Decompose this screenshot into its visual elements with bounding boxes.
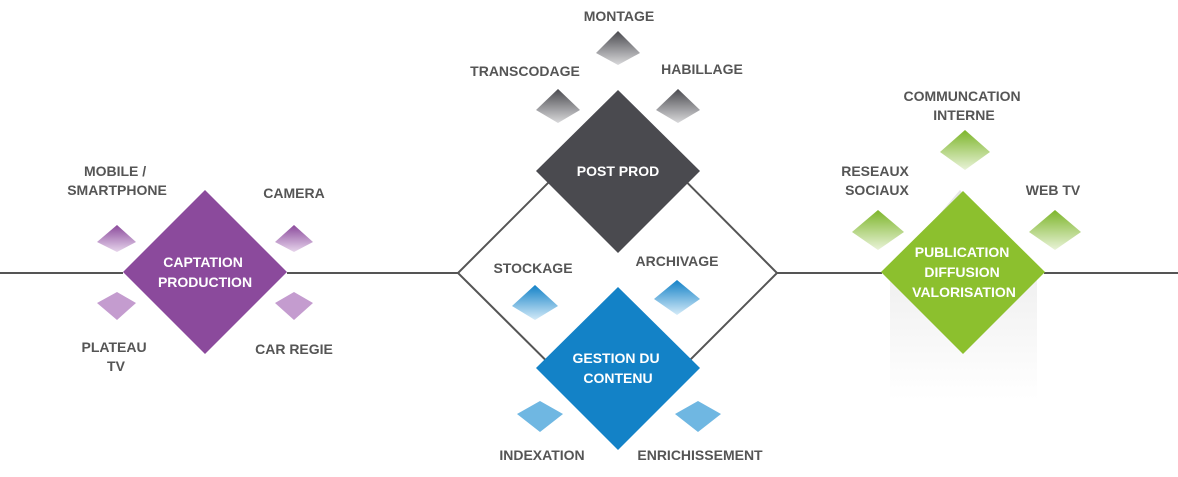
label-camera: CAMERA — [263, 185, 324, 201]
publication-marker-communication — [940, 130, 990, 170]
label-stockage: STOCKAGE — [493, 260, 572, 276]
gestion-marker-indexation — [517, 401, 563, 432]
captation-marker-camera — [275, 225, 313, 252]
captation-marker-car-regie — [275, 292, 313, 320]
label-archivage: ARCHIVAGE — [636, 253, 719, 269]
captation-title: CAPTATION PRODUCTION — [158, 254, 252, 290]
label-habillage: HABILLAGE — [661, 61, 743, 77]
label-line: INDEXATION — [499, 447, 584, 463]
gestion-diamond — [536, 287, 700, 450]
label-line: COMMUNCATION — [903, 88, 1020, 104]
label-line: SMARTPHONE — [67, 182, 167, 198]
postprod-diamond — [536, 90, 700, 253]
publication-title-line: PUBLICATION — [915, 244, 1010, 260]
gestion-title-line: CONTENU — [583, 370, 652, 386]
label-car-regie: CAR REGIE — [255, 341, 333, 357]
publication-title-line: VALORISATION — [912, 284, 1016, 300]
postprod-title-line: POST PROD — [577, 163, 659, 179]
label-enrichissement: ENRICHISSEMENT — [637, 447, 763, 463]
publication-group: PUBLICATION DIFFUSION VALORISATION COMMU… — [841, 88, 1081, 354]
label-montage: MONTAGE — [584, 8, 655, 24]
label-line: TRANSCODAGE — [470, 63, 580, 79]
gestion-group: GESTION DU CONTENU STOCKAGE ARCHIVAGE IN… — [493, 253, 763, 463]
gestion-marker-archivage — [654, 280, 700, 315]
label-line: STOCKAGE — [493, 260, 572, 276]
label-transcodage: TRANSCODAGE — [470, 63, 580, 79]
gestion-title: GESTION DU CONTENU — [572, 350, 663, 386]
label-communication-interne: COMMUNCATION INTERNE — [903, 88, 1024, 123]
postprod-marker-habillage — [656, 89, 700, 123]
label-line: SOCIAUX — [845, 182, 909, 198]
label-line: MONTAGE — [584, 8, 655, 24]
label-indexation: INDEXATION — [499, 447, 584, 463]
publication-diamond — [881, 191, 1045, 354]
captation-title-line: PRODUCTION — [158, 274, 252, 290]
label-line: HABILLAGE — [661, 61, 743, 77]
label-web-tv: WEB TV — [1026, 182, 1081, 198]
label-line: PLATEAU — [82, 339, 147, 355]
label-reseaux-sociaux: RESEAUX SOCIAUX — [841, 163, 913, 198]
label-line: TV — [107, 358, 126, 374]
label-line: ENRICHISSEMENT — [637, 447, 763, 463]
captation-title-line: CAPTATION — [163, 254, 243, 270]
label-mobile-smartphone: MOBILE / SMARTPHONE — [67, 163, 167, 198]
postprod-title: POST PROD — [577, 163, 659, 179]
gestion-marker-enrichissement — [675, 401, 721, 432]
publication-title: PUBLICATION DIFFUSION VALORISATION — [912, 244, 1016, 300]
captation-group: CAPTATION PRODUCTION MOBILE / SMARTPHONE… — [67, 163, 333, 374]
postprod-marker-transcodage — [536, 89, 580, 123]
captation-marker-mobile — [97, 225, 136, 252]
postprod-marker-montage — [596, 31, 640, 65]
label-line: RESEAUX — [841, 163, 909, 179]
captation-diamond — [123, 190, 287, 354]
gestion-marker-stockage — [512, 285, 558, 320]
postprod-group: POST PROD MONTAGE TRANSCODAGE HABILLAGE — [470, 8, 743, 253]
captation-marker-plateau — [97, 292, 136, 320]
label-plateau-tv: PLATEAU TV — [82, 339, 151, 374]
label-line: CAMERA — [263, 185, 324, 201]
publication-marker-reseaux — [852, 210, 904, 250]
publication-title-line: DIFFUSION — [924, 264, 999, 280]
label-line: INTERNE — [933, 107, 994, 123]
label-line: WEB TV — [1026, 182, 1081, 198]
label-line: ARCHIVAGE — [636, 253, 719, 269]
gestion-title-line: GESTION DU — [572, 350, 659, 366]
label-line: MOBILE / — [84, 163, 146, 179]
label-line: CAR REGIE — [255, 341, 333, 357]
publication-marker-webtv — [1029, 210, 1081, 250]
